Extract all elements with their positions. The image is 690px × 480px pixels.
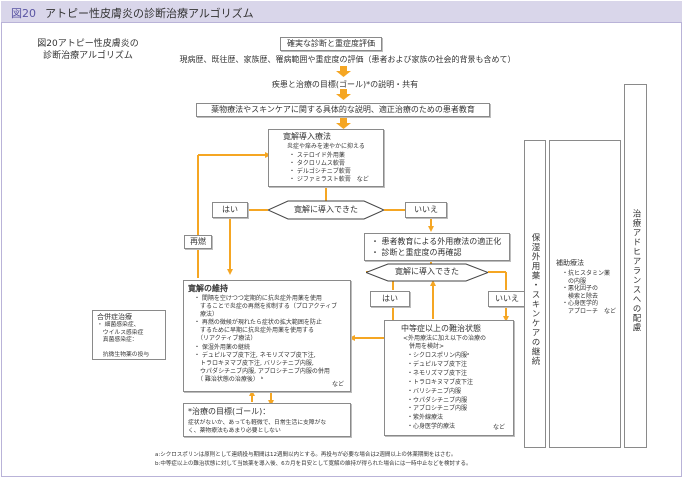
- refractory-item: ・ウパダシチニブ内服: [407, 396, 468, 404]
- adjunct-item: ・悪化因子の: [562, 285, 599, 293]
- block-arrow-3: [336, 118, 351, 129]
- maintenance-list: ・ 間隔を空けつつ定期的に抗炎症外用薬を使用 することで炎症の再燃を抑制する（プ…: [194, 295, 337, 384]
- yes-2-box: はい: [370, 291, 410, 307]
- goal-note-title: *治療の目標(ゴール)：: [188, 407, 271, 416]
- complication-line: ・ 細菌感染症、: [97, 322, 140, 328]
- maintenance-line: ・ 間隔を空けつつ定期的に抗炎症外用薬を使用: [194, 295, 322, 302]
- decision-diamond-1: [268, 200, 384, 220]
- diagnosis-box: 確実な診断と重症度評価: [280, 37, 382, 51]
- goal-note-line: く、薬物療法もあまり必要としない: [188, 428, 281, 434]
- refractory-etc: など: [492, 424, 505, 431]
- complication-line: 抗微生物薬の投与: [97, 352, 150, 358]
- no-1-label: いいえ: [414, 205, 438, 214]
- complication-treatment-box: 合併症治療 ・ 細菌感染症、 ウイルス感染症 真菌感染症： 抗微生物薬の投与: [92, 310, 166, 360]
- maintenance-line: ウパダシチニブ内服, アブロシチニブ内服の併用: [194, 367, 330, 375]
- adherence-column: 治療アドヒアランスへの配慮: [624, 84, 647, 448]
- patient-education-box: 薬物療法やスキンケアに関する具体的な説明、適正治療のための患者教育: [196, 103, 490, 117]
- relapse-box: 再燃: [184, 235, 212, 249]
- maintenance-line: 療法）: [194, 311, 219, 319]
- figure-header: 図20 アトピー性皮膚炎の診断治療アルゴリズム: [1, 1, 682, 23]
- refractory-item: ・心身医学的療法: [407, 423, 456, 431]
- adherence-label: 治療アドヒアランスへの配慮: [631, 209, 641, 333]
- goal-share-text: 疾患と治療の目標(ゴール)*の説明・共有: [271, 80, 419, 89]
- skincare-column: 保湿外用薬・スキンケアの継続: [524, 140, 546, 448]
- footnote-b: b:中等症以上の難治状態に対して当該薬を導入後、6カ月を目安として寛解の維持が得…: [155, 461, 472, 467]
- induction-subtitle: 炎症や痒みを速やかに抑える: [287, 143, 365, 150]
- treatment-goal-note-box: *治療の目標(ゴール)： 症状がないか、あっても軽微で、日常生活に支障がな く、…: [183, 403, 351, 437]
- patient-education-label: 薬物療法やスキンケアに関する具体的な説明、適正治療のための患者教育: [211, 105, 475, 114]
- refractory-list: ・シクロスポリン内服ᵃ ・デュピルマブ皮下注 ・ネモリズマブ皮下注 ・トラロキヌ…: [407, 352, 473, 432]
- relapse-label: 再燃: [190, 237, 206, 246]
- caption-line-1: 図20アトピー性皮膚炎の: [37, 39, 139, 49]
- refractory-subtitle-line: <外用療法に加え以下の治療の: [403, 335, 487, 342]
- induction-item: ・ タクロリムス軟膏: [289, 160, 345, 167]
- no-1-box: いいえ: [405, 202, 447, 218]
- maintenance-line: （リアクティブ療法）: [194, 335, 257, 343]
- refractory-item: ・バリシチニブ内服: [407, 387, 462, 395]
- refractory-state-box: 中等症以上の難治状態 <外用療法に加え以下の治療の 併用を検討> ・シクロスポリ…: [384, 320, 514, 436]
- complication-line: 真菌感染症：: [97, 337, 138, 343]
- adjunct-item: ・心身医学的: [562, 300, 599, 308]
- reeducation-item: ・ 患者教育による外用療法の適正化: [371, 237, 502, 246]
- reeducation-item: ・ 診断と重症度の再確認: [371, 248, 462, 257]
- complication-list: ・ 細菌感染症、 ウイルス感染症 真菌感染症： 抗微生物薬の投与: [97, 322, 149, 360]
- maintenance-line: （ 難治状態の治療後） ᵇ: [194, 375, 264, 383]
- maintenance-title: 寛解の維持: [188, 284, 228, 293]
- adjunct-item: ・抗ヒスタミン薬: [562, 270, 611, 277]
- block-arrow-2: [336, 89, 351, 100]
- goal-note-line: 症状がないか、あっても軽微で、日常生活に支障がな: [188, 420, 327, 426]
- induction-list: ・ ステロイド外用薬 ・ タクロリムス軟膏 ・ デルゴシチニブ軟膏 ・ ジファミ…: [289, 152, 369, 184]
- skincare-label: 保湿外用薬・スキンケアの継続: [530, 233, 540, 366]
- refractory-subtitle: <外用療法に加え以下の治療の 併用を検討>: [403, 335, 486, 351]
- remission-induction-box: 寛解導入療法 炎症や痒みを速やかに抑える ・ ステロイド外用薬 ・ タクロリムス…: [268, 129, 384, 187]
- induction-item: ・ ジファミラスト軟膏 など: [289, 176, 369, 183]
- yes-1-label: はい: [222, 205, 238, 214]
- figure-title: アトピー性皮膚炎の診断治療アルゴリズム: [45, 7, 254, 20]
- block-arrow-1: [336, 66, 351, 77]
- no-2-box: いいえ: [488, 291, 526, 307]
- maintenance-line: トラロキヌマブ皮下注, バリシチニブ内服,: [194, 359, 314, 367]
- refractory-item: ・ネモリズマブ皮下注: [407, 369, 468, 377]
- adjunct-title: 補助療法: [556, 259, 584, 267]
- decision-1-label: 寛解に導入できた: [294, 205, 358, 214]
- no-2-label: いいえ: [495, 294, 519, 303]
- maintenance-line: ・ デュピルマブ皮下注, ネモリズマブ皮下注,: [194, 351, 316, 359]
- complication-line: [97, 345, 149, 353]
- refractory-subtitle-line: 併用を検討>: [403, 343, 445, 350]
- goal-note-text: 症状がないか、あっても軽微で、日常生活に支障がな く、薬物療法もあまり必要としな…: [188, 419, 326, 435]
- reeducation-box: ・ 患者教育による外用療法の適正化 ・ 診断と重症度の再確認: [364, 233, 510, 261]
- complication-line: ウイルス感染症: [97, 329, 144, 336]
- induction-item: ・ デルゴシチニブ軟膏: [289, 168, 351, 175]
- refractory-item: ・アブロシチニブ内服: [407, 405, 468, 413]
- yes-2-label: はい: [382, 294, 398, 303]
- maintenance-line: ・ 保湿外用薬の継続: [194, 343, 250, 351]
- figure-number: 図20: [11, 7, 36, 20]
- maintenance-line: することで炎症の再燃を抑制する（プロアクティブ: [194, 303, 338, 311]
- decision-diamond-2: [366, 263, 488, 282]
- induction-item: ・ ステロイド外用薬: [289, 152, 345, 159]
- refractory-title: 中等症以上の難治状態: [401, 324, 481, 333]
- induction-title: 寛解導入療法: [283, 132, 331, 141]
- adjunct-list: ・抗ヒスタミン薬 の内服 ・悪化因子の 検索と除去 ・心身医学的 アプローチ な…: [562, 270, 616, 316]
- refractory-item: ・シクロスポリン内服ᵃ: [407, 352, 470, 359]
- refractory-item: ・デュピルマブ皮下注: [407, 360, 468, 368]
- refractory-item: ・紫外線療法: [407, 414, 444, 422]
- remission-maintenance-box: 寛解の維持 ・ 間隔を空けつつ定期的に抗炎症外用薬を使用 することで炎症の再燃を…: [183, 280, 351, 392]
- diagnosis-label: 確実な診断と重症度評価: [287, 39, 375, 48]
- adjunct-item: アプローチ など: [562, 307, 617, 315]
- decision-2-label: 寛解に導入できた: [395, 267, 459, 276]
- history-evaluation-text: 現病歴、既往歴、家族歴、罹病範囲や重症度の評価（患者および家族の社会的背景も含め…: [179, 55, 516, 64]
- complication-title: 合併症治療: [97, 313, 132, 321]
- diagram-caption: 図20アトピー性皮膚炎の 診断治療アルゴリズム: [28, 38, 148, 62]
- footnote-a: a:シクロスポリンは原則として連続投与期間は12週間以内とする。再投与が必要な場…: [155, 452, 457, 458]
- maintenance-line: するために早期に抗炎症外用薬を使用する: [194, 327, 315, 335]
- yes-1-box: はい: [212, 202, 248, 218]
- refractory-item: ・トラロキヌマブ皮下注: [407, 378, 474, 386]
- maintenance-etc: など: [331, 381, 344, 388]
- adjunct-therapy-column: 補助療法 ・抗ヒスタミン薬 の内服 ・悪化因子の 検索と除去 ・心身医学的 アプ…: [549, 140, 621, 448]
- caption-line-2: 診断治療アルゴリズム: [43, 51, 133, 61]
- adjunct-item: 検索と除去: [562, 292, 599, 300]
- adjunct-item: の内服: [562, 277, 587, 285]
- maintenance-line: ・ 再燃の徴候が現れたら症状の拡大範囲を防止: [194, 319, 322, 327]
